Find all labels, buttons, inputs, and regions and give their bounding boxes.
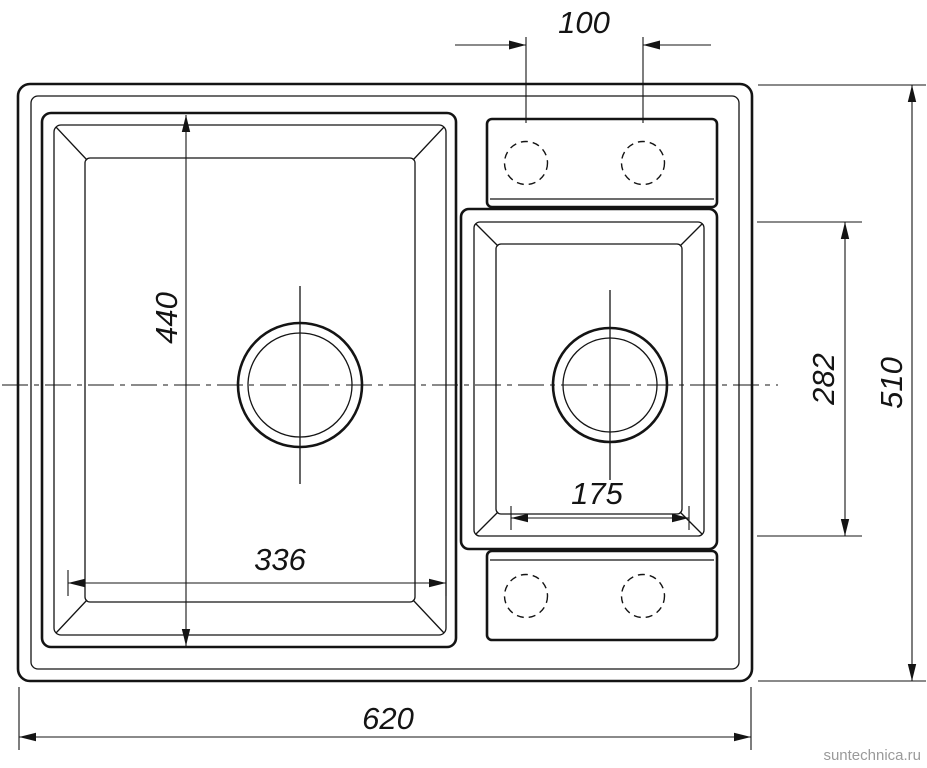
small-drain-inner (562, 337, 658, 433)
dim-282-arrow-top (840, 222, 850, 239)
watermark: suntechnica.ru (823, 747, 921, 764)
small-bowl-mid-wall (473, 221, 705, 537)
small-bowl (459, 207, 719, 551)
tap-deck-bottom (485, 549, 719, 642)
tap-hole-bottom-right (620, 573, 666, 619)
dim-440-label: 440 (149, 292, 184, 344)
dim-510-arrow-top (907, 85, 917, 102)
dimension-620: 620 (18, 687, 752, 750)
sink-body (16, 82, 754, 683)
small-bowl-rim (459, 207, 719, 551)
dim-175-arrow-right (672, 513, 689, 523)
tap-hole-top-left (503, 140, 549, 186)
tap-hole-bottom-left (503, 573, 549, 619)
dim-440-arrow-top (181, 115, 191, 132)
main-bowl-mid-wall (53, 124, 447, 636)
tap-deck-bottom-outline (485, 549, 719, 642)
dim-175-arrow-left (511, 513, 528, 523)
dim-100-label: 100 (558, 5, 610, 40)
main-drain-inner (247, 332, 353, 438)
dimension-282: 282 (757, 221, 862, 537)
dim-510-arrow-bottom (907, 664, 917, 681)
dimension-100: 100 (455, 5, 711, 123)
main-bowl-corner-line-tl (55, 126, 88, 161)
sink-outer-edge (16, 82, 754, 683)
main-bowl (40, 111, 458, 649)
tap-hole-top-right (620, 140, 666, 186)
small-drain-outer (551, 326, 669, 444)
dim-100-arrow-right (643, 40, 660, 50)
dim-336-label: 336 (254, 542, 306, 577)
dim-510-label: 510 (874, 357, 909, 409)
main-bowl-bottom (84, 157, 416, 603)
main-bowl-rim (40, 111, 458, 649)
dimension-336: 336 (67, 542, 447, 596)
dim-620-arrow-right (734, 732, 751, 742)
dim-336-arrow-left (68, 578, 85, 588)
dim-175-label: 175 (571, 476, 623, 511)
dim-336-arrow-right (429, 578, 446, 588)
small-bowl-corner-line-tl (475, 223, 499, 247)
dim-620-arrow-left (19, 732, 36, 742)
small-bowl-corner-line-bl (475, 511, 499, 535)
dim-282-arrow-bottom (840, 519, 850, 536)
main-bowl-corner-line-tr (412, 126, 445, 161)
dim-620-label: 620 (362, 701, 414, 736)
dim-282-label: 282 (806, 353, 841, 406)
main-drain-outer (236, 321, 364, 449)
tap-deck-top (485, 117, 719, 209)
centerlines (2, 286, 778, 484)
dimension-510: 510 (758, 84, 926, 682)
main-bowl-corner-line-bl (55, 599, 88, 634)
small-bowl-corner-line-tr (679, 223, 703, 247)
dim-100-arrow-left (509, 40, 526, 50)
main-bowl-corner-line-br (412, 599, 445, 634)
small-bowl-corner-line-br (679, 511, 703, 535)
dimension-440: 440 (149, 115, 191, 646)
dimension-175: 175 (510, 476, 690, 530)
small-bowl-bottom (495, 243, 683, 515)
dim-440-arrow-bottom (181, 629, 191, 646)
sink-inner-edge (30, 95, 740, 670)
tap-deck-top-outline (485, 117, 719, 209)
